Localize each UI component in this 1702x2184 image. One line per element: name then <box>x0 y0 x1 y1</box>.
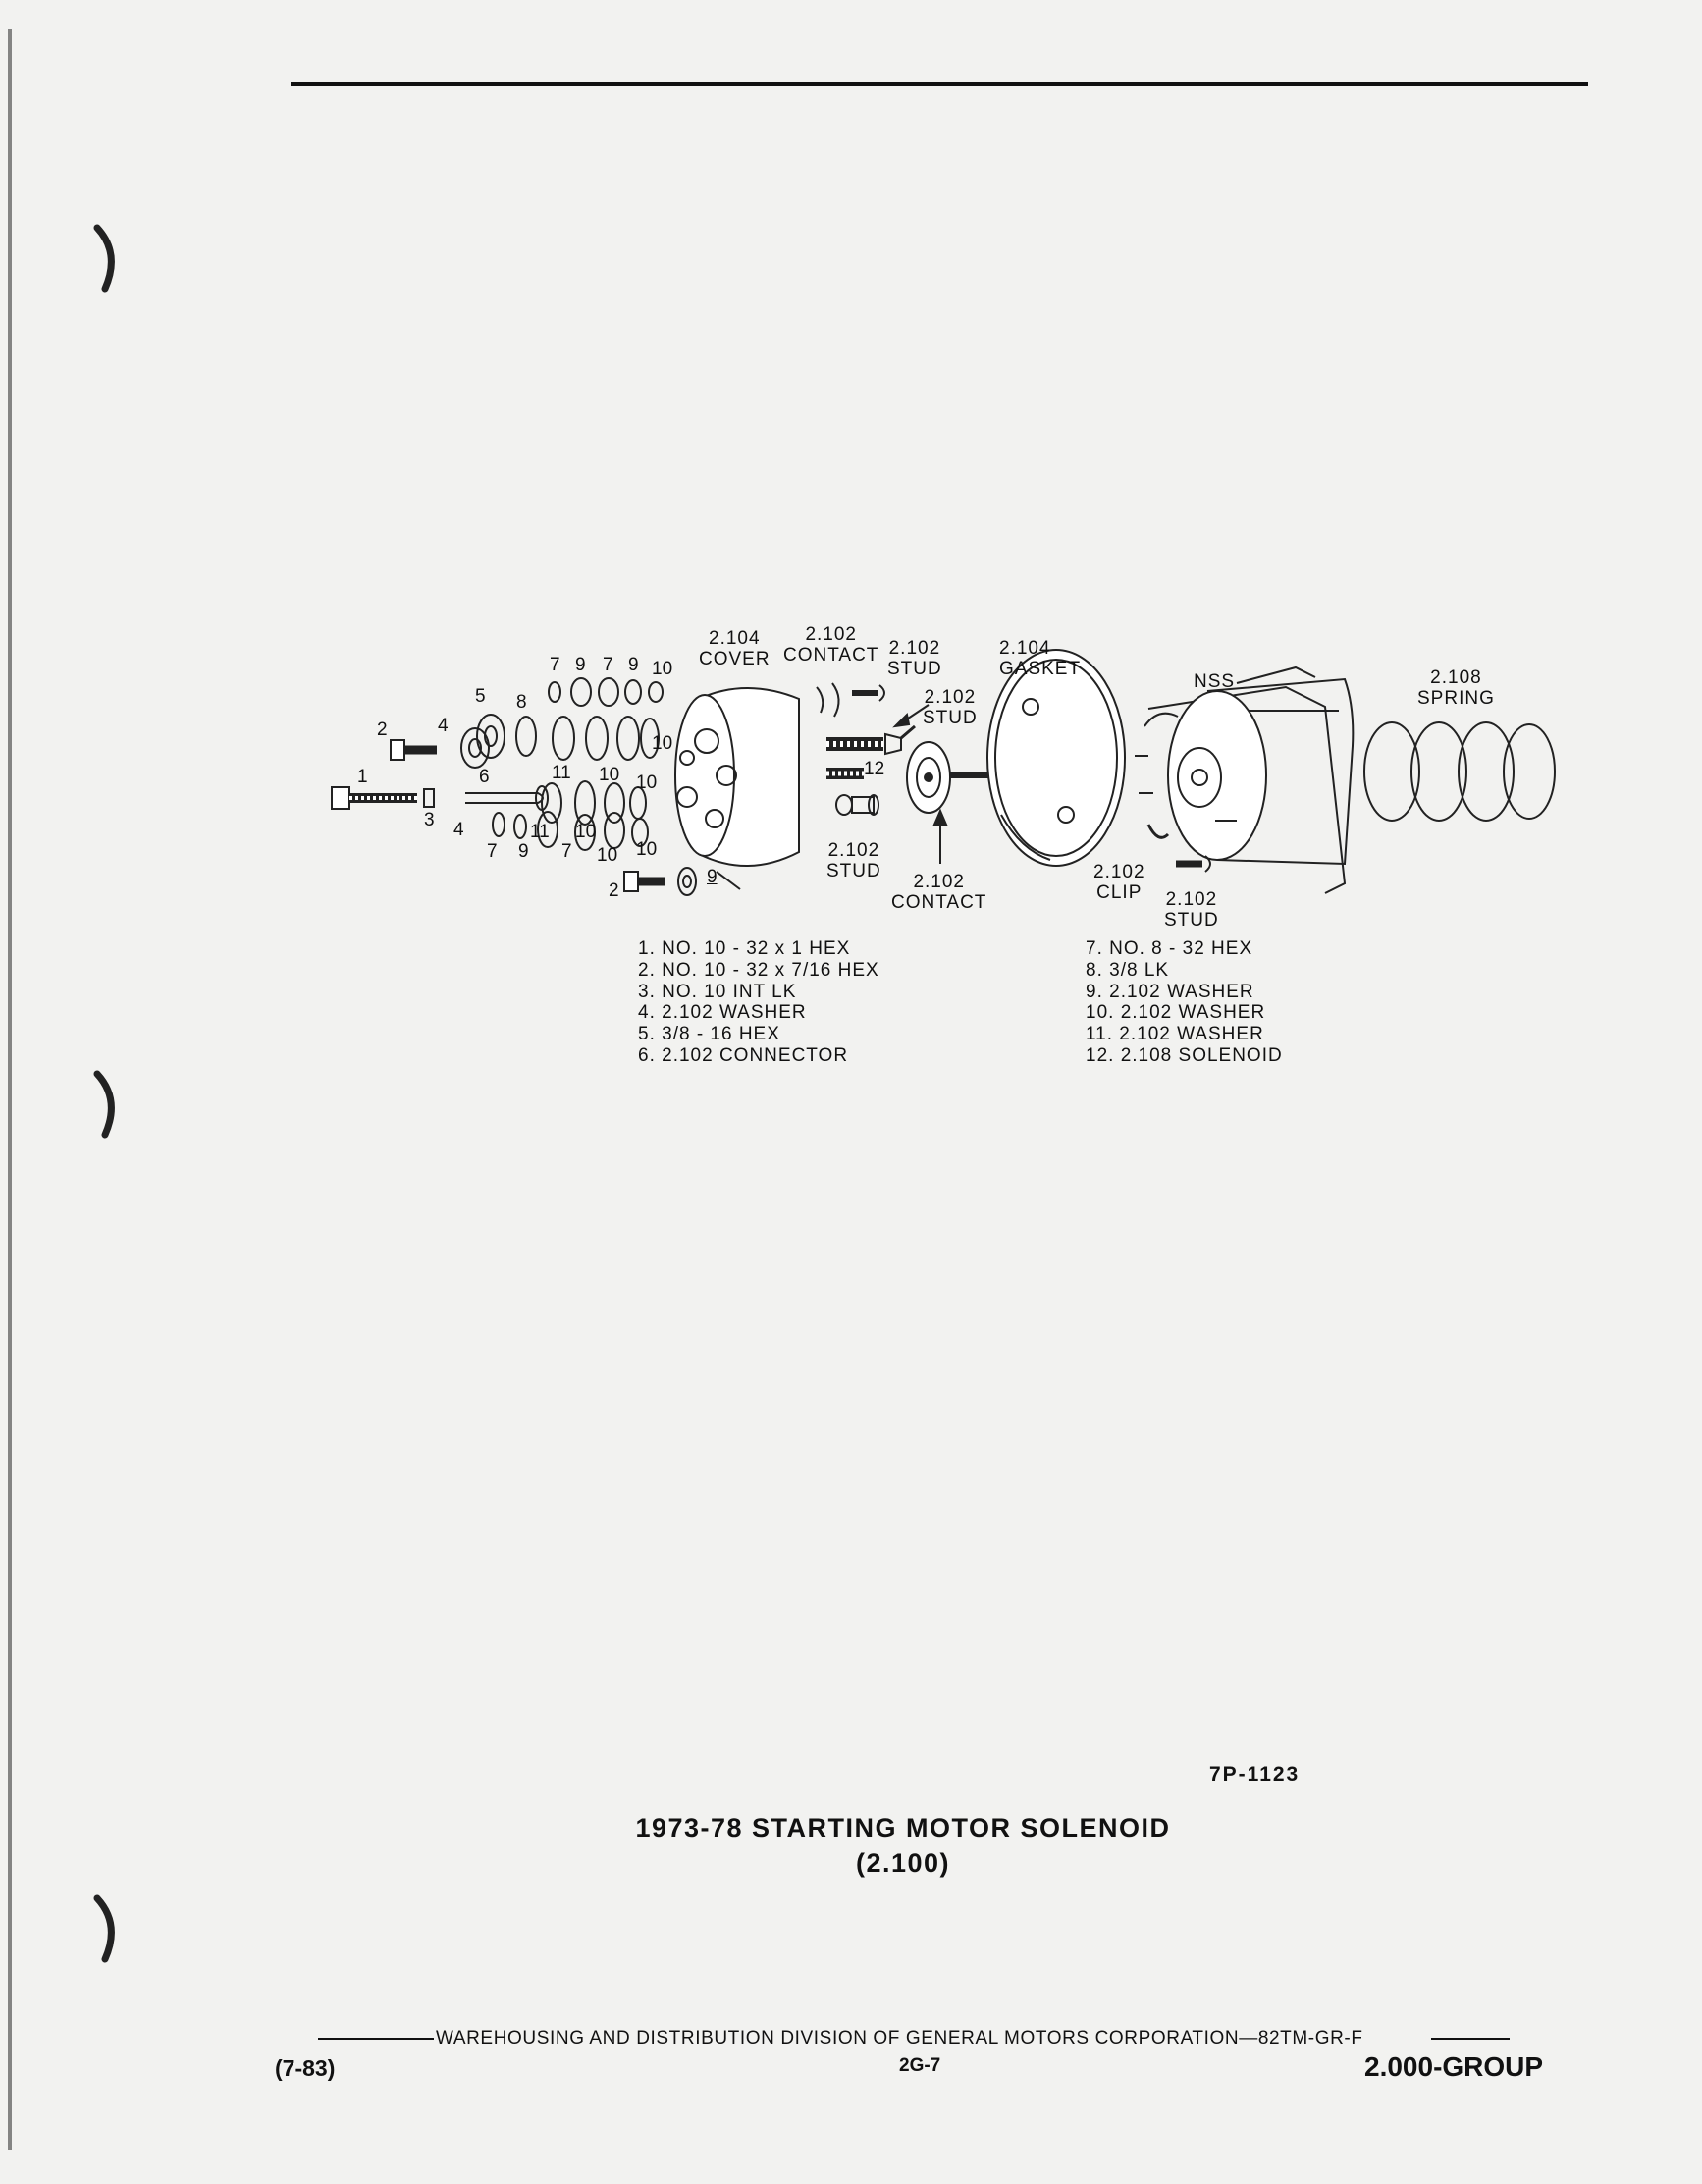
part-number: 10 <box>636 839 658 860</box>
legend-item: 2. NO. 10 - 32 x 7/16 HEX <box>638 959 879 981</box>
footer-rule-left <box>318 2038 434 2040</box>
part-number: 7 <box>603 655 613 675</box>
part-number: 7 <box>487 841 498 862</box>
footer-organization: WAREHOUSING AND DISTRIBUTION DIVISION OF… <box>436 2028 1363 2049</box>
legend-item: 1. NO. 10 - 32 x 1 HEX <box>638 938 851 959</box>
figure-number: 7P-1123 <box>1209 1763 1301 1785</box>
figure-title-line2: (2.100) <box>855 1848 951 1878</box>
part-number: 3 <box>424 810 435 830</box>
legend-item: 8. 3/8 LK <box>1086 959 1170 981</box>
part-number: 10 <box>636 772 658 793</box>
gasket-icon <box>986 649 1126 867</box>
binder-hole-icon <box>93 1894 115 1963</box>
part-number: 9 <box>628 655 639 675</box>
legend-item: 7. NO. 8 - 32 HEX <box>1086 938 1253 959</box>
part-number: 7 <box>561 841 572 862</box>
figure-title: 1973-78 STARTING MOTOR SOLENOID (2.100) <box>550 1810 1256 1881</box>
part-number: 9 <box>707 867 718 887</box>
nss-label: NSS <box>1194 671 1236 692</box>
part-number: 1 <box>357 767 368 787</box>
footer-rule-right <box>1431 2038 1510 2040</box>
part-number: 10 <box>652 659 673 679</box>
legend-item: 6. 2.102 CONNECTOR <box>638 1044 849 1066</box>
part-number: 6 <box>479 767 490 787</box>
part-number: 9 <box>518 841 529 862</box>
plunger-contact-icon <box>906 741 1011 864</box>
solenoid-body-icon <box>1135 666 1355 894</box>
part-number: 5 <box>475 686 486 707</box>
legend-item: 3. NO. 10 INT LK <box>638 981 797 1002</box>
part-number: 4 <box>438 716 449 736</box>
part-number: 9 <box>575 655 586 675</box>
footer-group: 2.000-GROUP <box>1364 2051 1544 2082</box>
hex-screw-icon <box>623 871 665 892</box>
legend-item: 12. 2.108 SOLENOID <box>1086 1044 1283 1066</box>
hex-screw-icon <box>390 739 437 761</box>
part-number: 2 <box>609 880 619 901</box>
footer-date: (7-83) <box>275 2055 336 2081</box>
part-number: 4 <box>453 820 464 840</box>
part-number: 10 <box>575 822 597 842</box>
figure-title-line1: 1973-78 STARTING MOTOR SOLENOID <box>635 1813 1171 1842</box>
part-number: 11 <box>530 822 550 842</box>
spring-icon <box>1363 721 1556 822</box>
part-number: 7 <box>550 655 560 675</box>
legend-item: 11. 2.102 WASHER <box>1086 1024 1264 1045</box>
parts-legend-left: 1. NO. 10 - 32 x 1 HEX 2. NO. 10 - 32 x … <box>638 938 879 1067</box>
binder-hole-icon <box>93 224 115 293</box>
hex-screw-icon <box>331 786 435 810</box>
part-number: 10 <box>652 733 673 754</box>
part-number: 10 <box>599 765 620 785</box>
part-number: 10 <box>597 845 618 866</box>
legend-item: 10. 2.102 WASHER <box>1086 1002 1266 1024</box>
part-number: 8 <box>516 692 527 713</box>
header-rule <box>291 82 1588 86</box>
parts-legend-right: 7. NO. 8 - 32 HEX 8. 3/8 LK 9. 2.102 WAS… <box>1086 938 1283 1067</box>
part-number: 11 <box>552 763 571 783</box>
part-number: 12 <box>864 759 885 779</box>
footer-page-number: 2G-7 <box>899 2055 941 2076</box>
solenoid-cover-icon <box>674 687 800 867</box>
legend-item: 4. 2.102 WASHER <box>638 1002 807 1024</box>
binder-hole-icon <box>93 1070 115 1139</box>
page-edge-shadow <box>8 29 12 2150</box>
part-number: 2 <box>377 719 388 740</box>
legend-item: 5. 3/8 - 16 HEX <box>638 1024 780 1045</box>
legend-item: 9. 2.102 WASHER <box>1086 981 1254 1002</box>
